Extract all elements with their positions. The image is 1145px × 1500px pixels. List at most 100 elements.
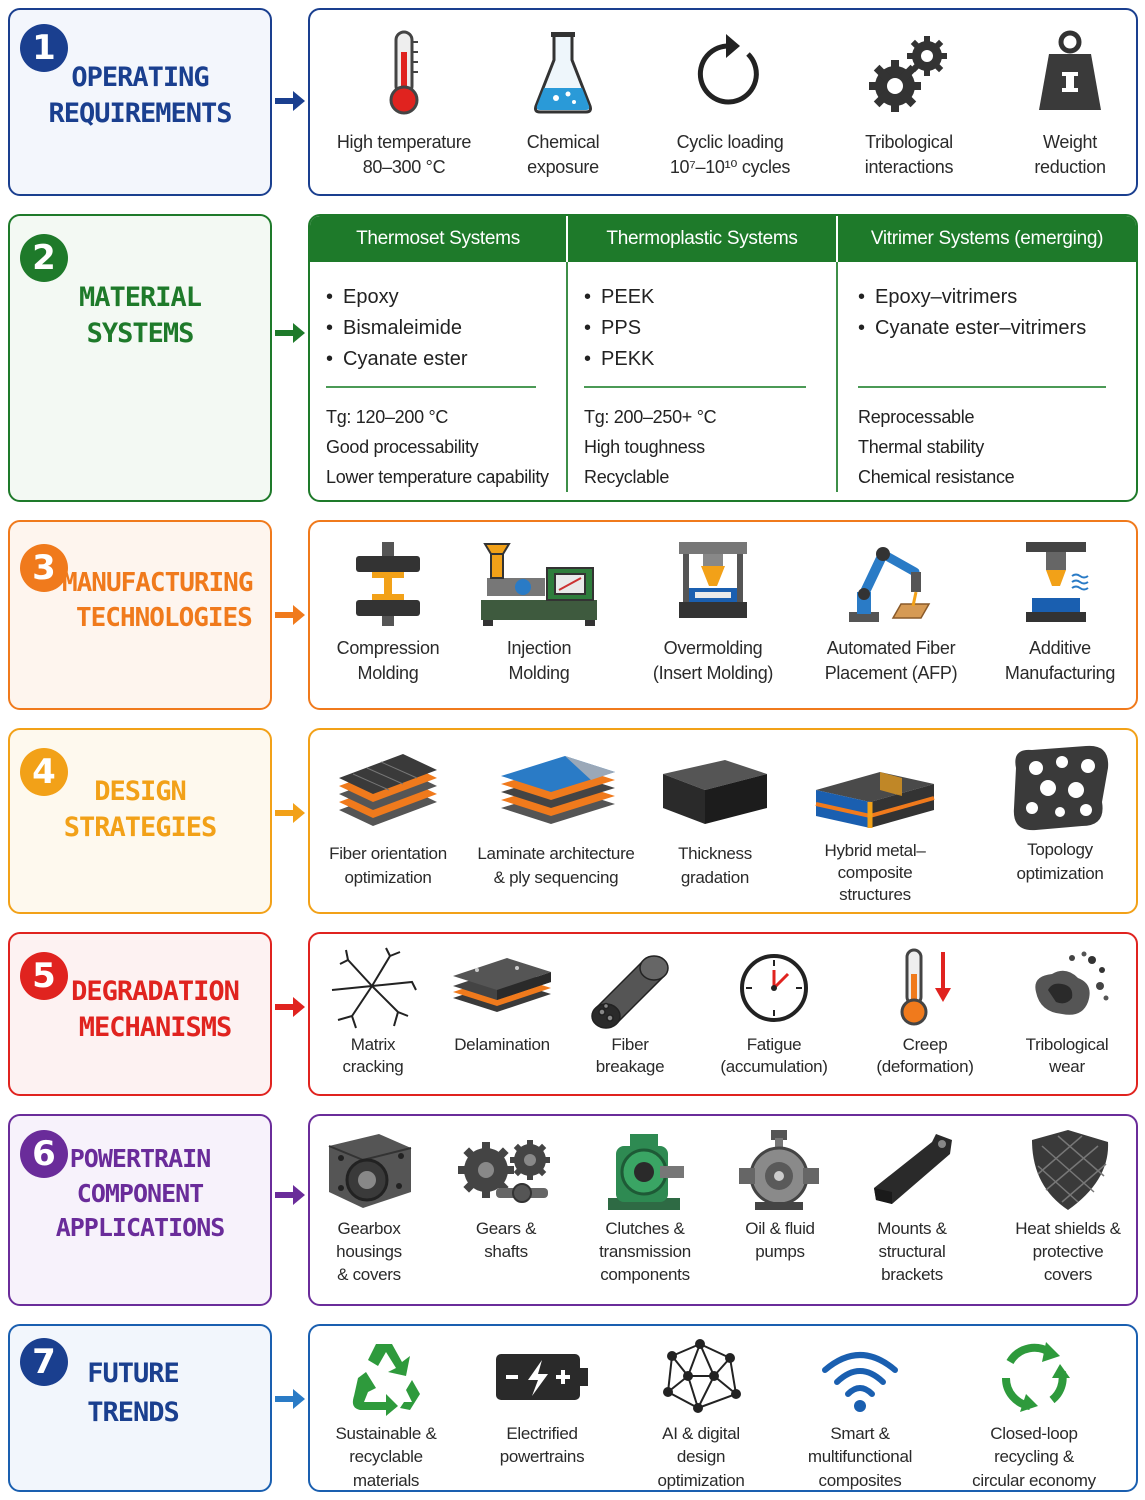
gears-icon: [869, 36, 947, 112]
column-separator: [566, 262, 568, 492]
section-number: 2: [20, 234, 68, 282]
lattice-part-icon: [1013, 745, 1109, 831]
item-label: Creep(deformation): [876, 1035, 974, 1077]
delamination-icon: [453, 958, 551, 1012]
thermometer-icon: [389, 30, 419, 115]
clock-icon: [740, 954, 808, 1022]
bracket-icon: [874, 1134, 952, 1204]
divider: [326, 386, 536, 388]
weight-icon: [1039, 30, 1101, 110]
bullet-list: PEEK PPS PEKK: [584, 282, 654, 375]
section-number: 7: [20, 1338, 68, 1386]
fiber-bundle-icon: [591, 955, 669, 1029]
arrow-right-icon: [275, 997, 305, 1017]
crack-icon: [331, 947, 417, 1029]
section-powertrain-applications: 6 POWERTRAIN COMPONENT APPLICATIONS Gear…: [0, 1114, 1145, 1306]
section-title: OPERATING REQUIREMENTS: [48, 62, 232, 130]
pump-icon: [739, 1130, 819, 1210]
section-number: 1: [20, 24, 68, 72]
item-label: Overmolding(Insert Molding): [652, 638, 774, 684]
section-title: FUTURE TRENDS: [87, 1358, 180, 1429]
wear-debris-icon: [1035, 951, 1109, 1015]
gear-shaft-icon: [458, 1140, 550, 1203]
clutch-icon: [608, 1134, 684, 1210]
material-column-vitrimer: Vitrimer Systems (emerging) Epoxy–vitrim…: [838, 216, 1136, 500]
gearbox-housing-icon: [328, 1134, 412, 1208]
section-label-box: 2 MATERIAL SYSTEMS: [8, 214, 272, 502]
arrow-right-icon: [275, 803, 305, 823]
section-label-box: 7 FUTURE TRENDS: [8, 1324, 272, 1492]
column-header: Vitrimer Systems (emerging): [838, 216, 1136, 262]
section-number: 6: [20, 1130, 68, 1178]
column-separator: [836, 262, 838, 492]
section-number: 4: [20, 748, 68, 796]
bullet-list: Epoxy–vitrimers Cyanate ester–vitrimers: [858, 282, 1086, 344]
section-label-box: 5 DEGRADATION MECHANISMS: [8, 932, 272, 1096]
section-label-box: 4 DESIGN STRATEGIES: [8, 728, 272, 914]
section-content-box: Thermoset Systems Epoxy Bismaleimide Cya…: [308, 214, 1138, 502]
material-column-thermoset: Thermoset Systems Epoxy Bismaleimide Cya…: [310, 216, 566, 500]
section-title: MANUFACTURING TECHNOLOGIES: [62, 568, 254, 634]
overmold-press-icon: [679, 542, 747, 618]
arrow-right-icon: [275, 91, 305, 111]
item-gears-shafts: Gears &shafts: [450, 1126, 562, 1264]
item-fatigue: Fatigue(accumulation): [706, 946, 842, 1078]
item-laminate-architecture: Laminate architecture& ply sequencing: [468, 750, 644, 890]
wifi-icon: [822, 1352, 898, 1412]
section-title: MATERIAL SYSTEMS: [78, 282, 202, 350]
cycle-arrow-icon: [697, 34, 759, 105]
recycle-icon: [352, 1344, 420, 1416]
flask-icon: [534, 32, 592, 114]
section-label-box: 3 MANUFACTURING TECHNOLOGIES: [8, 520, 272, 710]
section-title: POWERTRAIN COMPONENT APPLICATIONS: [55, 1144, 226, 1242]
section-number: 3: [20, 544, 68, 592]
laminate-icon: [501, 756, 615, 824]
battery-icon: [496, 1354, 588, 1400]
fiber-layers-icon: [339, 754, 437, 826]
item-label: Fatigue(accumulation): [720, 1035, 828, 1077]
divider: [858, 386, 1106, 388]
closed-loop-icon: [1001, 1342, 1070, 1412]
arrow-right-icon: [275, 605, 305, 625]
